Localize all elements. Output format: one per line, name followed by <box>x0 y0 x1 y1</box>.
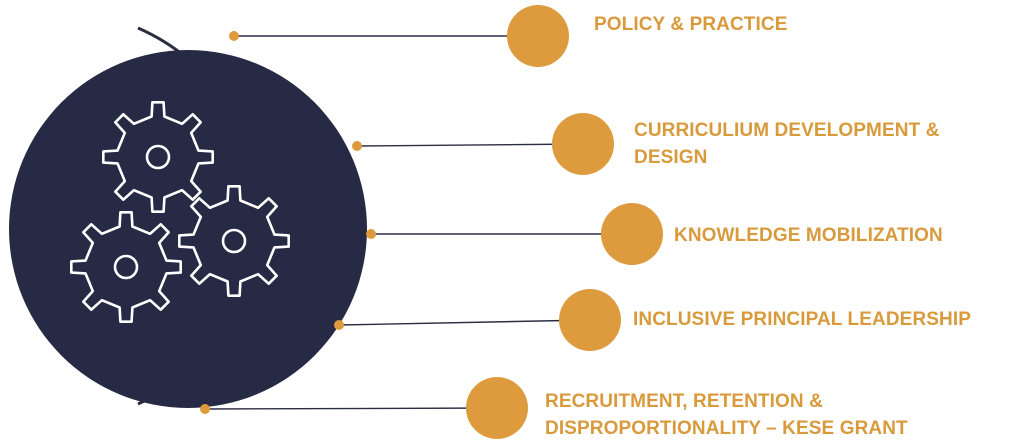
gears-icon <box>70 101 290 323</box>
item-label-4-line-1: INCLUSIVE PRINCIPAL LEADERSHIP <box>633 309 972 330</box>
item-bubble-4 <box>559 289 621 351</box>
item-label-5-line-1: RECRUITMENT, RETENTION & <box>545 391 823 412</box>
item-label-5-line-2: DISPROPORTIONALITY – KESE GRANT <box>545 418 908 439</box>
connector-dot-2 <box>352 141 362 151</box>
center-circle <box>9 50 367 408</box>
item-label-5: RECRUITMENT, RETENTION & DISPROPORTIONALI… <box>545 388 908 442</box>
item-label-4: INCLUSIVE PRINCIPAL LEADERSHIP <box>633 306 971 333</box>
gear-right-icon <box>178 185 290 297</box>
item-label-3-line-1: KNOWLEDGE MOBILIZATION <box>674 225 943 246</box>
connector-dot-5 <box>200 404 210 414</box>
item-label-2-line-1: CURRICULIUM DEVELOPMENT & <box>634 120 940 141</box>
item-label-1-line-1: POLICY & PRACTICE <box>594 14 788 35</box>
gear-left-icon <box>70 211 182 323</box>
connector-line-2 <box>356 143 584 147</box>
item-bubble-1 <box>507 5 569 67</box>
item-bubble-2 <box>552 113 614 175</box>
connector-dot-4 <box>334 320 344 330</box>
item-label-1: POLICY & PRACTICE <box>594 11 787 38</box>
gear-top-hole <box>145 144 171 170</box>
connector-dot-3 <box>366 229 376 239</box>
gear-left-hole <box>113 254 139 280</box>
item-label-2: CURRICULIUM DEVELOPMENT & DESIGN <box>634 117 939 171</box>
item-bubble-3 <box>601 203 663 265</box>
item-label-2-line-2: DESIGN <box>634 147 708 168</box>
item-label-3: KNOWLEDGE MOBILIZATION <box>674 222 943 249</box>
connector-line-5 <box>204 407 498 410</box>
connector-line-4 <box>338 319 591 326</box>
gear-right-hole <box>221 228 247 254</box>
gear-top-icon <box>102 101 214 213</box>
item-bubble-5 <box>466 377 528 439</box>
connector-dot-1 <box>229 31 239 41</box>
